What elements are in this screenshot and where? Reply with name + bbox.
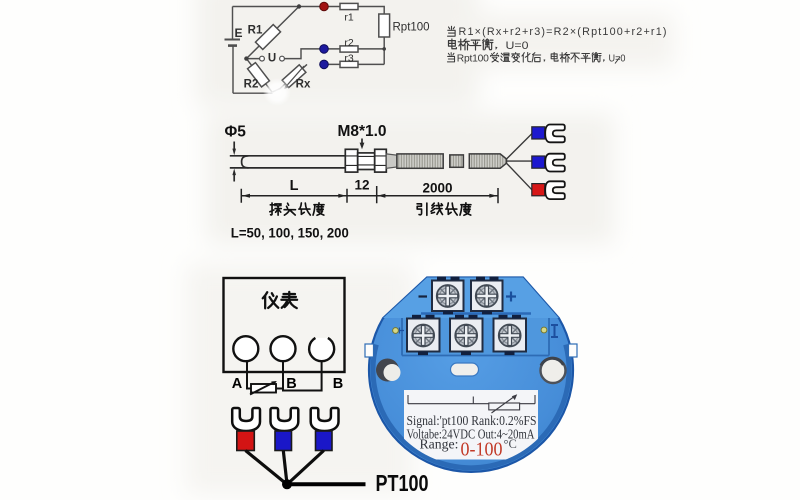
svg-text:L: L bbox=[290, 178, 299, 194]
svg-text:M8*1.0: M8*1.0 bbox=[337, 123, 386, 140]
svg-text:Φ5: Φ5 bbox=[225, 123, 247, 140]
svg-text:PT100: PT100 bbox=[376, 470, 429, 496]
svg-text:U: U bbox=[268, 53, 276, 65]
svg-text:A: A bbox=[232, 376, 243, 392]
svg-text:Range:: Range: bbox=[420, 437, 459, 452]
svg-text:°C: °C bbox=[504, 437, 517, 451]
svg-text:Rx: Rx bbox=[296, 79, 311, 91]
svg-text:R1: R1 bbox=[248, 25, 263, 37]
svg-text:0-100: 0-100 bbox=[461, 440, 503, 461]
svg-text:R2: R2 bbox=[244, 79, 259, 91]
svg-text:2000: 2000 bbox=[422, 180, 452, 195]
svg-text:r3: r3 bbox=[344, 53, 353, 65]
svg-text:Rpt100: Rpt100 bbox=[393, 22, 430, 34]
svg-text:R1×(Rx+r2+r3)=R2×(Rpt100+r2+r1: R1×(Rx+r2+r3)=R2×(Rpt100+r2+r1) bbox=[459, 26, 667, 38]
svg-text:Signal:'pt100 Rank:0.2%FS: Signal:'pt100 Rank:0.2%FS bbox=[407, 413, 537, 428]
svg-text:r2: r2 bbox=[344, 37, 353, 49]
svg-text:B: B bbox=[286, 376, 296, 392]
svg-text:B: B bbox=[333, 376, 343, 392]
svg-text:U=0: U=0 bbox=[506, 40, 529, 52]
svg-text:r1: r1 bbox=[344, 12, 353, 24]
svg-text:Voltabe:24VDC Out:4~20mA: Voltabe:24VDC Out:4~20mA bbox=[407, 427, 535, 442]
svg-text:E: E bbox=[234, 26, 242, 40]
svg-text:12: 12 bbox=[354, 178, 369, 193]
svg-text:U=0: U=0 bbox=[609, 54, 626, 65]
svg-text:Rpt100: Rpt100 bbox=[457, 54, 489, 65]
svg-text:L=50, 100, 150, 200: L=50, 100, 150, 200 bbox=[231, 225, 349, 241]
